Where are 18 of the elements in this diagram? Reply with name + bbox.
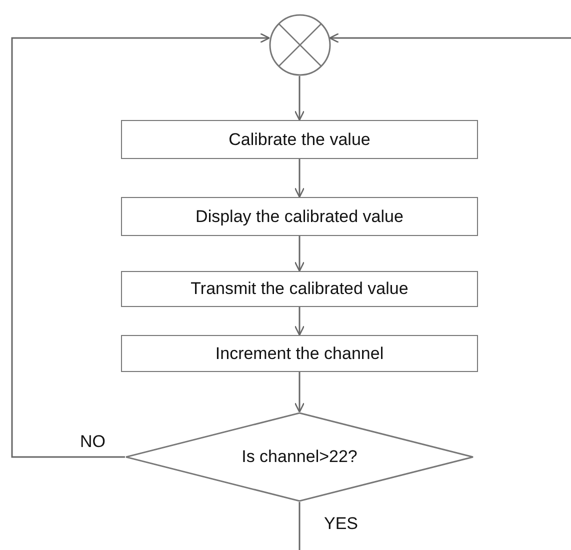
summing-junction <box>268 14 330 76</box>
process-box <box>121 271 478 307</box>
node-text: Increment the channel <box>215 344 384 364</box>
process-box <box>121 197 478 236</box>
arrow <box>294 159 305 198</box>
node-text: Calibrate the value <box>228 130 370 150</box>
arrow <box>294 76 305 121</box>
node-text: Display the calibrated value <box>196 206 404 226</box>
process-box <box>121 120 478 159</box>
node-text: Is channel>22? <box>242 447 358 467</box>
arrow <box>294 372 305 413</box>
arrow <box>294 236 305 272</box>
decision-diamond <box>125 412 474 502</box>
node-text: Transmit the calibrated value <box>190 279 408 299</box>
arrow <box>294 307 305 336</box>
arrow <box>11 32 270 458</box>
process-box <box>121 335 478 372</box>
arrow <box>329 32 571 44</box>
